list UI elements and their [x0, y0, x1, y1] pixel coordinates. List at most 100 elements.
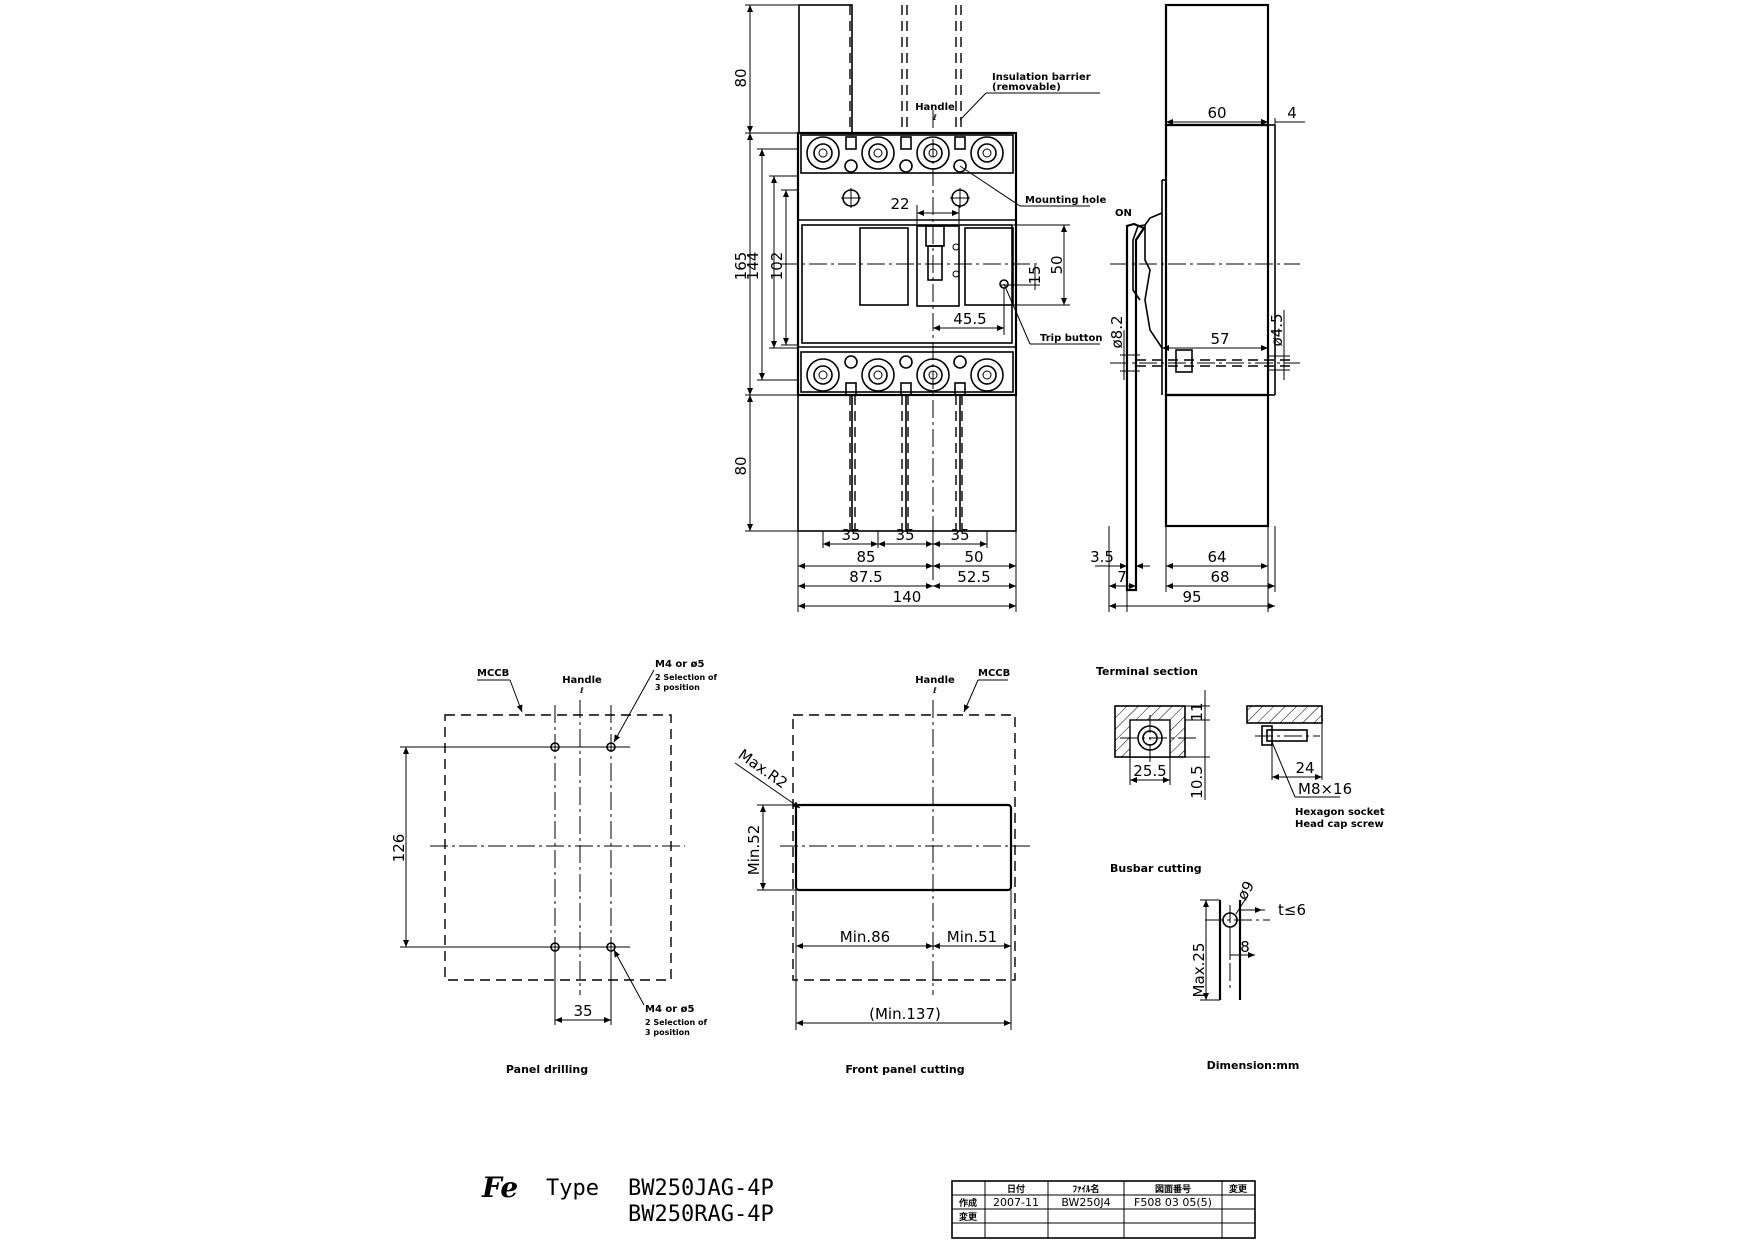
label-on: ON: [1115, 208, 1132, 219]
label-hexagon-socket: Hexagon socket: [1295, 807, 1385, 818]
type-label: Type: [546, 1176, 599, 1201]
table-header-change: 変更: [1229, 1183, 1248, 1195]
mccb-outline: [444, 714, 672, 981]
title-block: Fe Type BW250JAG-4P BW250RAG-4P: [478, 1171, 774, 1227]
top-terminals: [800, 134, 1014, 174]
dim-45-5: 45.5: [953, 310, 986, 328]
table-header-drawing-no: 図面番号: [1155, 1183, 1191, 1195]
caption-front-panel-cutting: Front panel cutting: [845, 1063, 964, 1076]
dim-7: 7: [1117, 568, 1127, 586]
label-head-cap-screw: Head cap screw: [1295, 819, 1384, 830]
dim-35-b: 35: [895, 526, 914, 544]
dim-15: 15: [1026, 265, 1044, 284]
dim-phi-9: ø9: [1233, 878, 1258, 903]
model-name-2: BW250RAG-4P: [628, 1202, 774, 1227]
label-insulation-removable: (removable): [992, 82, 1061, 93]
label-handle-drill: Handle: [562, 675, 602, 686]
dim-35-drill: 35: [573, 1002, 592, 1020]
dim-64: 64: [1207, 548, 1226, 566]
dim-min-86: Min.86: [840, 928, 890, 946]
dim-22: 22: [890, 195, 909, 213]
dim-50-bottom: 50: [964, 548, 983, 566]
panel-cutout: [794, 803, 1013, 892]
label-cl-cutting: ℓ: [932, 686, 937, 695]
table-cell-date: 2007-11: [993, 1196, 1039, 1209]
dim-85: 85: [856, 548, 875, 566]
table-row-created-label: 作成: [959, 1197, 977, 1209]
dim-phi-4-5: ø4.5: [1268, 313, 1286, 346]
dim-35-a: 35: [841, 526, 860, 544]
caption-panel-drilling: Panel drilling: [506, 1063, 588, 1076]
title-busbar-cutting: Busbar cutting: [1110, 862, 1202, 875]
label-mccb-drill: MCCB: [477, 668, 509, 679]
dim-102: 102: [768, 252, 786, 281]
label-selection-top-b: 3 position: [655, 683, 700, 692]
dim-126: 126: [390, 834, 408, 863]
dim-50: 50: [1048, 255, 1066, 274]
dim-165: 165: [732, 252, 750, 281]
label-mounting-hole: Mounting hole: [1025, 195, 1106, 206]
dim-87-5: 87.5: [849, 568, 882, 586]
revision-table: 日付 ﾌｧｲﾙ名 図面番号 変更 作成 2007-11 BW250J4 F508…: [951, 1180, 1256, 1239]
label-selection-bottom-b: 3 position: [645, 1028, 690, 1037]
dim-35-c: 35: [950, 526, 969, 544]
dim-m8x16: M8×16: [1298, 780, 1352, 798]
drill-hole-top-right: [606, 742, 616, 752]
label-handle: Handle: [915, 102, 955, 113]
label-mccb-cutting: MCCB: [978, 668, 1010, 679]
label-trip-button: Trip button: [1040, 333, 1103, 344]
dim-68: 68: [1210, 568, 1229, 586]
table-row-change-label: 変更: [959, 1211, 978, 1223]
table-header-file: ﾌｧｲﾙ名: [1072, 1183, 1099, 1195]
table-cell-file: BW250J4: [1061, 1196, 1110, 1209]
table-header-date: 日付: [1007, 1183, 1025, 1195]
bottom-terminals: [800, 351, 1014, 396]
label-m4-top: M4 or ø5: [655, 659, 705, 670]
label-m4-bottom: M4 or ø5: [645, 1004, 695, 1015]
label-selection-bottom-a: 2 Selection of: [645, 1018, 707, 1027]
top-extension-left: [798, 4, 853, 134]
bottom-extensions: [797, 394, 1017, 532]
terminal-section: Terminal section 11 10.5 25.5 24 M8×16 H…: [1096, 665, 1385, 830]
dim-min-51: Min.51: [947, 928, 997, 946]
panel-drilling: 126 35 MCCB Handle ℓ M4 or ø5 2 Selectio…: [390, 659, 717, 1076]
dim-bottom-80: 80: [732, 456, 750, 475]
units-caption: Dimension:mm: [1207, 1059, 1300, 1072]
dim-11: 11: [1188, 702, 1206, 721]
logo: Fe: [478, 1171, 526, 1204]
drill-hole-top-left: [550, 742, 560, 752]
label-cl-drill: ℓ: [579, 686, 584, 695]
side-bottom-extension: [1164, 393, 1270, 528]
front-view: 80 165 144 102 80 22 50 15 Trip button 4…: [732, 4, 1106, 612]
label-insulation-barrier: Insulation barrier: [992, 72, 1091, 83]
side-handle: [1125, 222, 1146, 592]
mccb-outline-cutting: [792, 714, 1016, 981]
logo-text: Fe: [481, 1171, 518, 1204]
busbar-cutting: Busbar cutting ø9 t≤6 8 Max.25: [1110, 862, 1306, 1001]
dim-140: 140: [893, 588, 922, 606]
dim-4: 4: [1287, 104, 1297, 122]
dim-10-5: 10.5: [1188, 765, 1206, 798]
label-handle-centerline: ℓ: [932, 113, 937, 122]
dim-52-5: 52.5: [957, 568, 990, 586]
terminal-side-section: [1246, 705, 1323, 724]
dim-24: 24: [1295, 759, 1314, 777]
dim-max-25: Max.25: [1190, 943, 1208, 998]
dim-t-le-6: t≤6: [1278, 901, 1306, 919]
side-body: [1164, 123, 1270, 397]
dim-top-80: 80: [732, 68, 750, 87]
side-view: ON 60 4 ø8.2 57 ø4.5: [1090, 3, 1305, 612]
label-handle-cutting: Handle: [915, 675, 955, 686]
model-name-1: BW250JAG-4P: [628, 1176, 774, 1201]
dim-min-137: (Min.137): [869, 1005, 941, 1023]
dim-95: 95: [1182, 588, 1201, 606]
dim-phi-8-2: ø8.2: [1108, 315, 1126, 348]
front-panel-cutting: Max.R2 Min.52 Min.86 Min.51 (Min.137) Ha…: [734, 668, 1030, 1076]
dim-3-5: 3.5: [1090, 548, 1114, 566]
dim-57: 57: [1210, 330, 1229, 348]
label-selection-top-a: 2 Selection of: [655, 673, 717, 682]
dim-144: 144: [744, 252, 762, 281]
title-terminal-section: Terminal section: [1096, 665, 1198, 678]
table-cell-drawing-no: F508 03 05(5): [1134, 1196, 1212, 1209]
